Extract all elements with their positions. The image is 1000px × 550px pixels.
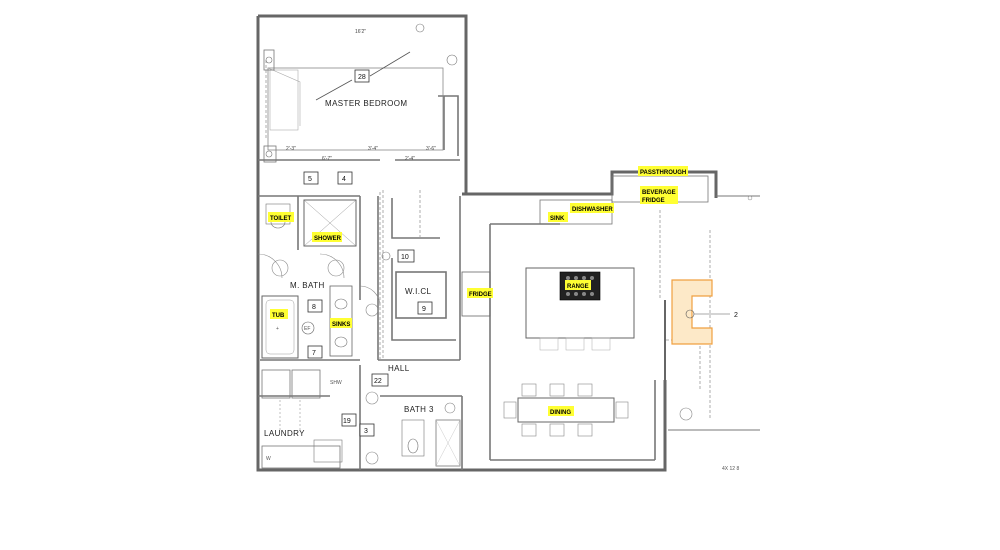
kitchen: 2 4X 12 8	[461, 175, 760, 472]
room-label-laundry: LAUNDRY	[264, 429, 305, 438]
label-beverage: BEVERAGE	[642, 190, 676, 196]
room-label-master-bedroom: MASTER BEDROOM	[325, 99, 408, 108]
svg-text:+: +	[276, 326, 279, 332]
hall-area: HALL 22 SHW LAUNDRY 19 3 W BATH 3	[261, 364, 461, 469]
tag-7: 7	[312, 350, 316, 357]
note-bottom-right: 4X 12 8	[722, 466, 739, 472]
tag-8: 8	[312, 304, 316, 311]
room-label-hall: HALL	[388, 364, 410, 373]
note-ef: EF	[304, 326, 310, 332]
walk-in-closet: 10 W.I.CL 9	[381, 249, 433, 315]
tag-5: 5	[308, 176, 312, 183]
tag-10: 10	[401, 254, 409, 261]
tag-22: 22	[374, 378, 382, 385]
tag-9: 9	[422, 306, 426, 313]
dim-4: 3'-6"	[426, 146, 436, 152]
label-beverage-fridge: FRIDGE	[642, 198, 665, 204]
walls	[256, 14, 718, 472]
label-dishwasher: DISHWASHER	[572, 207, 613, 213]
label-sinks: SINKS	[332, 322, 350, 328]
label-range: RANGE	[567, 284, 589, 290]
label-fridge: FRIDGE	[469, 292, 492, 298]
dim-3: 2'-4"	[405, 156, 415, 162]
dashed-lines	[265, 60, 711, 420]
room-label-wicl: W.I.CL	[405, 287, 432, 296]
label-passthrough: PASSTHROUGH	[640, 170, 686, 176]
master-bedroom: 16'2" MASTER BEDROOM 28 6'-7" 3'-4" 2'-4…	[263, 23, 458, 163]
dim-top-width: 16'2"	[355, 29, 366, 35]
room-label-bath3: BATH 3	[404, 405, 434, 414]
master-bath: 5 4 + M. BATH 8 7 EF	[257, 171, 381, 359]
label-shower: SHOWER	[314, 236, 342, 242]
tag-2: 2	[734, 312, 738, 319]
tag-19: 19	[343, 418, 351, 425]
label-sink: SINK	[550, 216, 565, 222]
interior-walls	[258, 95, 656, 470]
label-toilet: TOILET	[270, 216, 292, 222]
note-dw: W	[266, 456, 271, 462]
label-dining: DINING	[550, 410, 571, 416]
dim-2: 3'-4"	[368, 146, 378, 152]
dim-1: 6'-7"	[322, 156, 332, 162]
fixture-labels: TOILET SHOWER TUB SINKS FRIDGE RANGE SIN…	[268, 166, 688, 416]
room-label-shw: SHW	[330, 380, 342, 386]
label-tub: TUB	[272, 313, 285, 319]
room-label-m-bath: M. BATH	[290, 281, 325, 290]
dim-5: 2'-3"	[286, 146, 296, 152]
tag-4: 4	[342, 176, 346, 183]
tag-28: 28	[358, 74, 366, 81]
tag-3: 3	[364, 428, 368, 435]
